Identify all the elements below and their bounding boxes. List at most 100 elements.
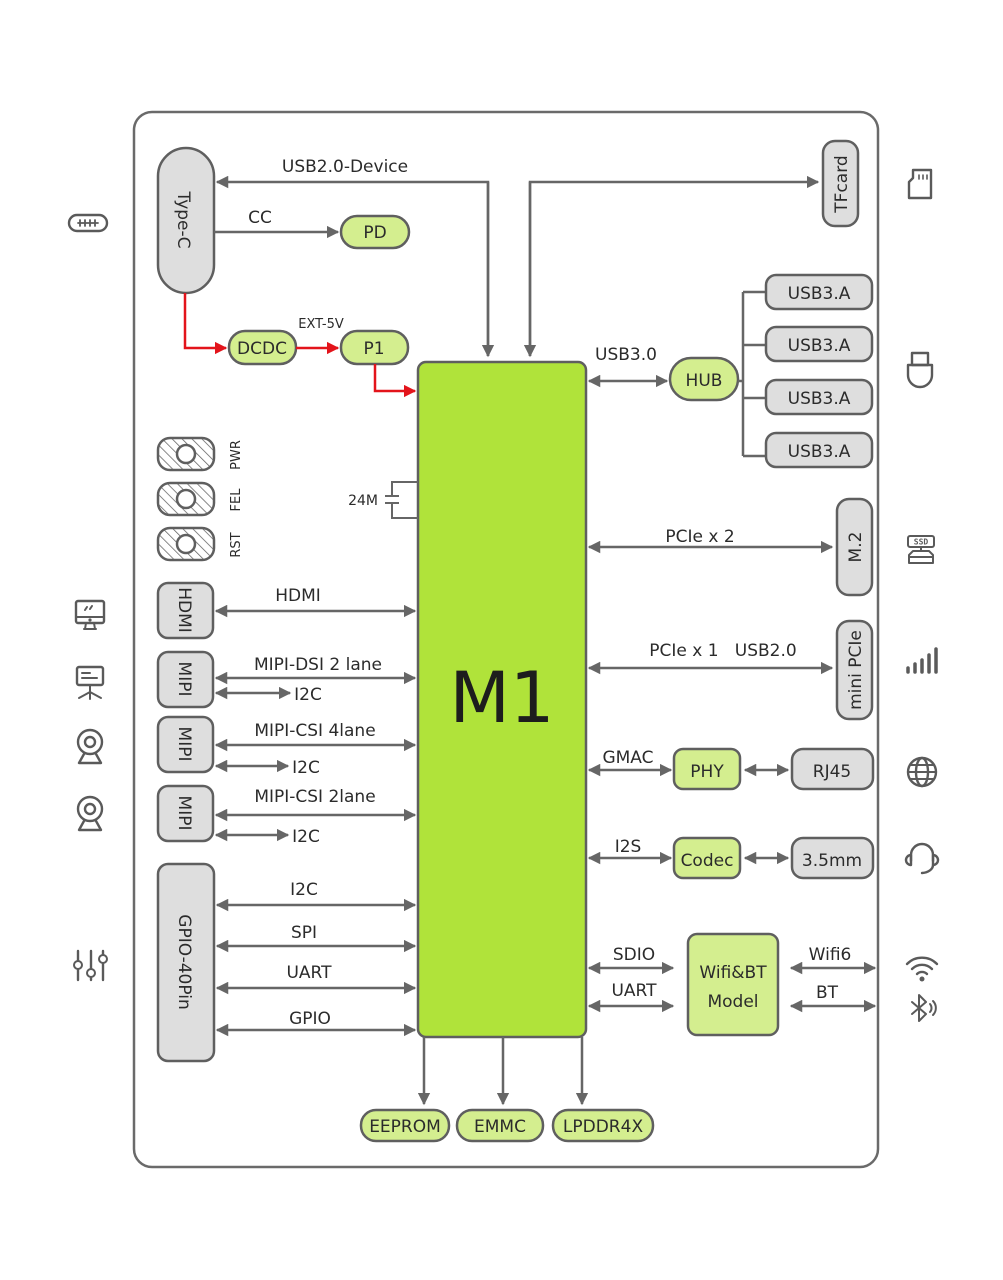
m1-chip[interactable]: M1	[416, 360, 588, 1039]
gpio-i2c-label: I2C	[290, 880, 318, 900]
mipi-csi-4lane-connector[interactable]: MIPI	[156, 715, 215, 774]
power-line-p1-m1	[373, 364, 417, 398]
wifi-icon	[905, 956, 939, 982]
usb-c-icon	[67, 213, 109, 233]
audio-jack[interactable]: 3.5mm	[790, 836, 875, 880]
phy-block[interactable]: PHY	[672, 747, 742, 791]
monitor-icon	[74, 599, 106, 630]
wifi-module-line1: Wifi&BT	[699, 963, 767, 983]
hub-label: HUB	[686, 371, 723, 391]
globe-icon	[906, 756, 938, 788]
typec-connector[interactable]: Type-C	[156, 146, 216, 295]
cc-label: CC	[248, 208, 272, 228]
hub-block[interactable]: HUB	[668, 356, 740, 402]
codec-block[interactable]: Codec	[672, 836, 742, 880]
pwr-label: PWR	[229, 440, 244, 470]
codec-label: Codec	[681, 851, 734, 871]
headset-icon	[904, 842, 940, 875]
m2-label: M.2	[846, 532, 866, 563]
hub-fanout	[738, 290, 766, 458]
pcie-x2-label: PCIe x 2	[665, 527, 734, 547]
pcie-x1-label: PCIe x 1 USB2.0	[649, 641, 796, 661]
sd-card-icon	[907, 168, 933, 200]
mipi-dsi-i2c-label: I2C	[294, 685, 322, 705]
mipi-box-label: MIPI	[174, 796, 194, 831]
wifi6-label: Wifi6	[809, 945, 852, 965]
rst-label: RST	[229, 532, 244, 557]
fel-label: FEL	[229, 488, 244, 512]
power-line-typec-dcdc	[183, 293, 228, 355]
emmc-block[interactable]: EMMC	[455, 1108, 545, 1143]
gpio-spi-label: SPI	[291, 923, 317, 943]
fel-button[interactable]: FEL	[156, 481, 244, 517]
usb3a-port[interactable]: USB3.A	[764, 378, 874, 416]
typec-label: Type-C	[173, 190, 193, 248]
usb3a-label: USB3.A	[788, 284, 851, 304]
audio-jack-label: 3.5mm	[802, 851, 862, 871]
camera-icon	[76, 728, 104, 765]
crystal-label: 24M	[348, 493, 378, 509]
bluetooth-icon	[911, 994, 937, 1022]
hdmi-connector[interactable]: HDMI	[156, 581, 215, 640]
mipi-csi-2lane-i2c-label: I2C	[292, 827, 320, 847]
rst-button[interactable]: RST	[156, 526, 244, 562]
m1-label: M1	[450, 657, 555, 739]
mini-pcie-slot[interactable]: mini PCIe	[835, 619, 874, 721]
rj45-port[interactable]: RJ45	[790, 747, 875, 791]
wifi-module-line2: Model	[707, 992, 758, 1012]
p1-label: P1	[363, 339, 384, 359]
lpddr4x-label: LPDDR4X	[563, 1117, 644, 1137]
crystal-24m: 24M	[348, 481, 418, 519]
usb3a-port[interactable]: USB3.A	[764, 325, 874, 363]
hdmi-box-label: HDMI	[174, 587, 194, 633]
p1-block[interactable]: P1	[339, 329, 410, 366]
mipi-csi-4lane-i2c-label: I2C	[292, 758, 320, 778]
tfcard-label: TFcard	[832, 155, 852, 213]
mipi-box-label: MIPI	[174, 727, 194, 762]
usb3a-label: USB3.A	[788, 389, 851, 409]
wifi-bt-module[interactable]: Wifi&BT Model	[686, 932, 780, 1037]
usb3a-port[interactable]: USB3.A	[764, 273, 874, 311]
tfcard-slot[interactable]: TFcard	[821, 139, 860, 228]
rj45-label: RJ45	[813, 762, 851, 782]
camera-icon	[76, 795, 104, 832]
usb-plug-icon	[906, 351, 934, 389]
phy-label: PHY	[690, 762, 724, 782]
gpio-gpio-label: GPIO	[289, 1009, 331, 1029]
mipi-csi-2lane-connector[interactable]: MIPI	[156, 784, 215, 843]
gpio-header[interactable]: GPIO-40Pin	[156, 862, 216, 1063]
i2s-label: I2S	[615, 837, 642, 857]
lpddr4x-block[interactable]: LPDDR4X	[551, 1108, 655, 1143]
usb3a-label: USB3.A	[788, 442, 851, 462]
usb3a-label: USB3.A	[788, 336, 851, 356]
ssd-icon-text: SSD	[914, 538, 929, 547]
mipi-box-label: MIPI	[174, 662, 194, 697]
usb-device-label: USB2.0-Device	[282, 157, 408, 177]
signal-icon	[906, 647, 938, 674]
m2-slot[interactable]: M.2	[835, 497, 874, 597]
pwr-button[interactable]: PWR	[156, 436, 244, 472]
usb3a-port[interactable]: USB3.A	[764, 431, 874, 469]
mipi-dsi-label: MIPI-DSI 2 lane	[254, 655, 382, 675]
mipi-csi-4lane-label: MIPI-CSI 4lane	[254, 721, 375, 741]
mipi-dsi-connector[interactable]: MIPI	[156, 650, 215, 709]
gmac-label: GMAC	[602, 748, 653, 768]
wifi-uart-label: UART	[611, 981, 657, 1001]
usb3-label: USB3.0	[595, 345, 657, 365]
sliders-icon	[73, 949, 108, 982]
mipi-csi-2lane-label: MIPI-CSI 2lane	[254, 787, 375, 807]
gpio-uart-label: UART	[286, 963, 332, 983]
ext5v-label: EXT-5V	[298, 317, 344, 332]
mini-pcie-label: mini PCIe	[846, 630, 866, 710]
eeprom-label: EEPROM	[369, 1117, 441, 1137]
dcdc-label: DCDC	[237, 339, 287, 359]
hdmi-link-label: HDMI	[275, 586, 321, 606]
emmc-label: EMMC	[474, 1117, 526, 1137]
dcdc-block[interactable]: DCDC	[227, 329, 298, 366]
pd-block[interactable]: PD	[339, 214, 411, 250]
eeprom-block[interactable]: EEPROM	[359, 1108, 451, 1143]
display-panel-icon	[75, 665, 105, 700]
ssd-icon: SSD	[907, 535, 935, 564]
gpio-box-label: GPIO-40Pin	[174, 914, 194, 1009]
